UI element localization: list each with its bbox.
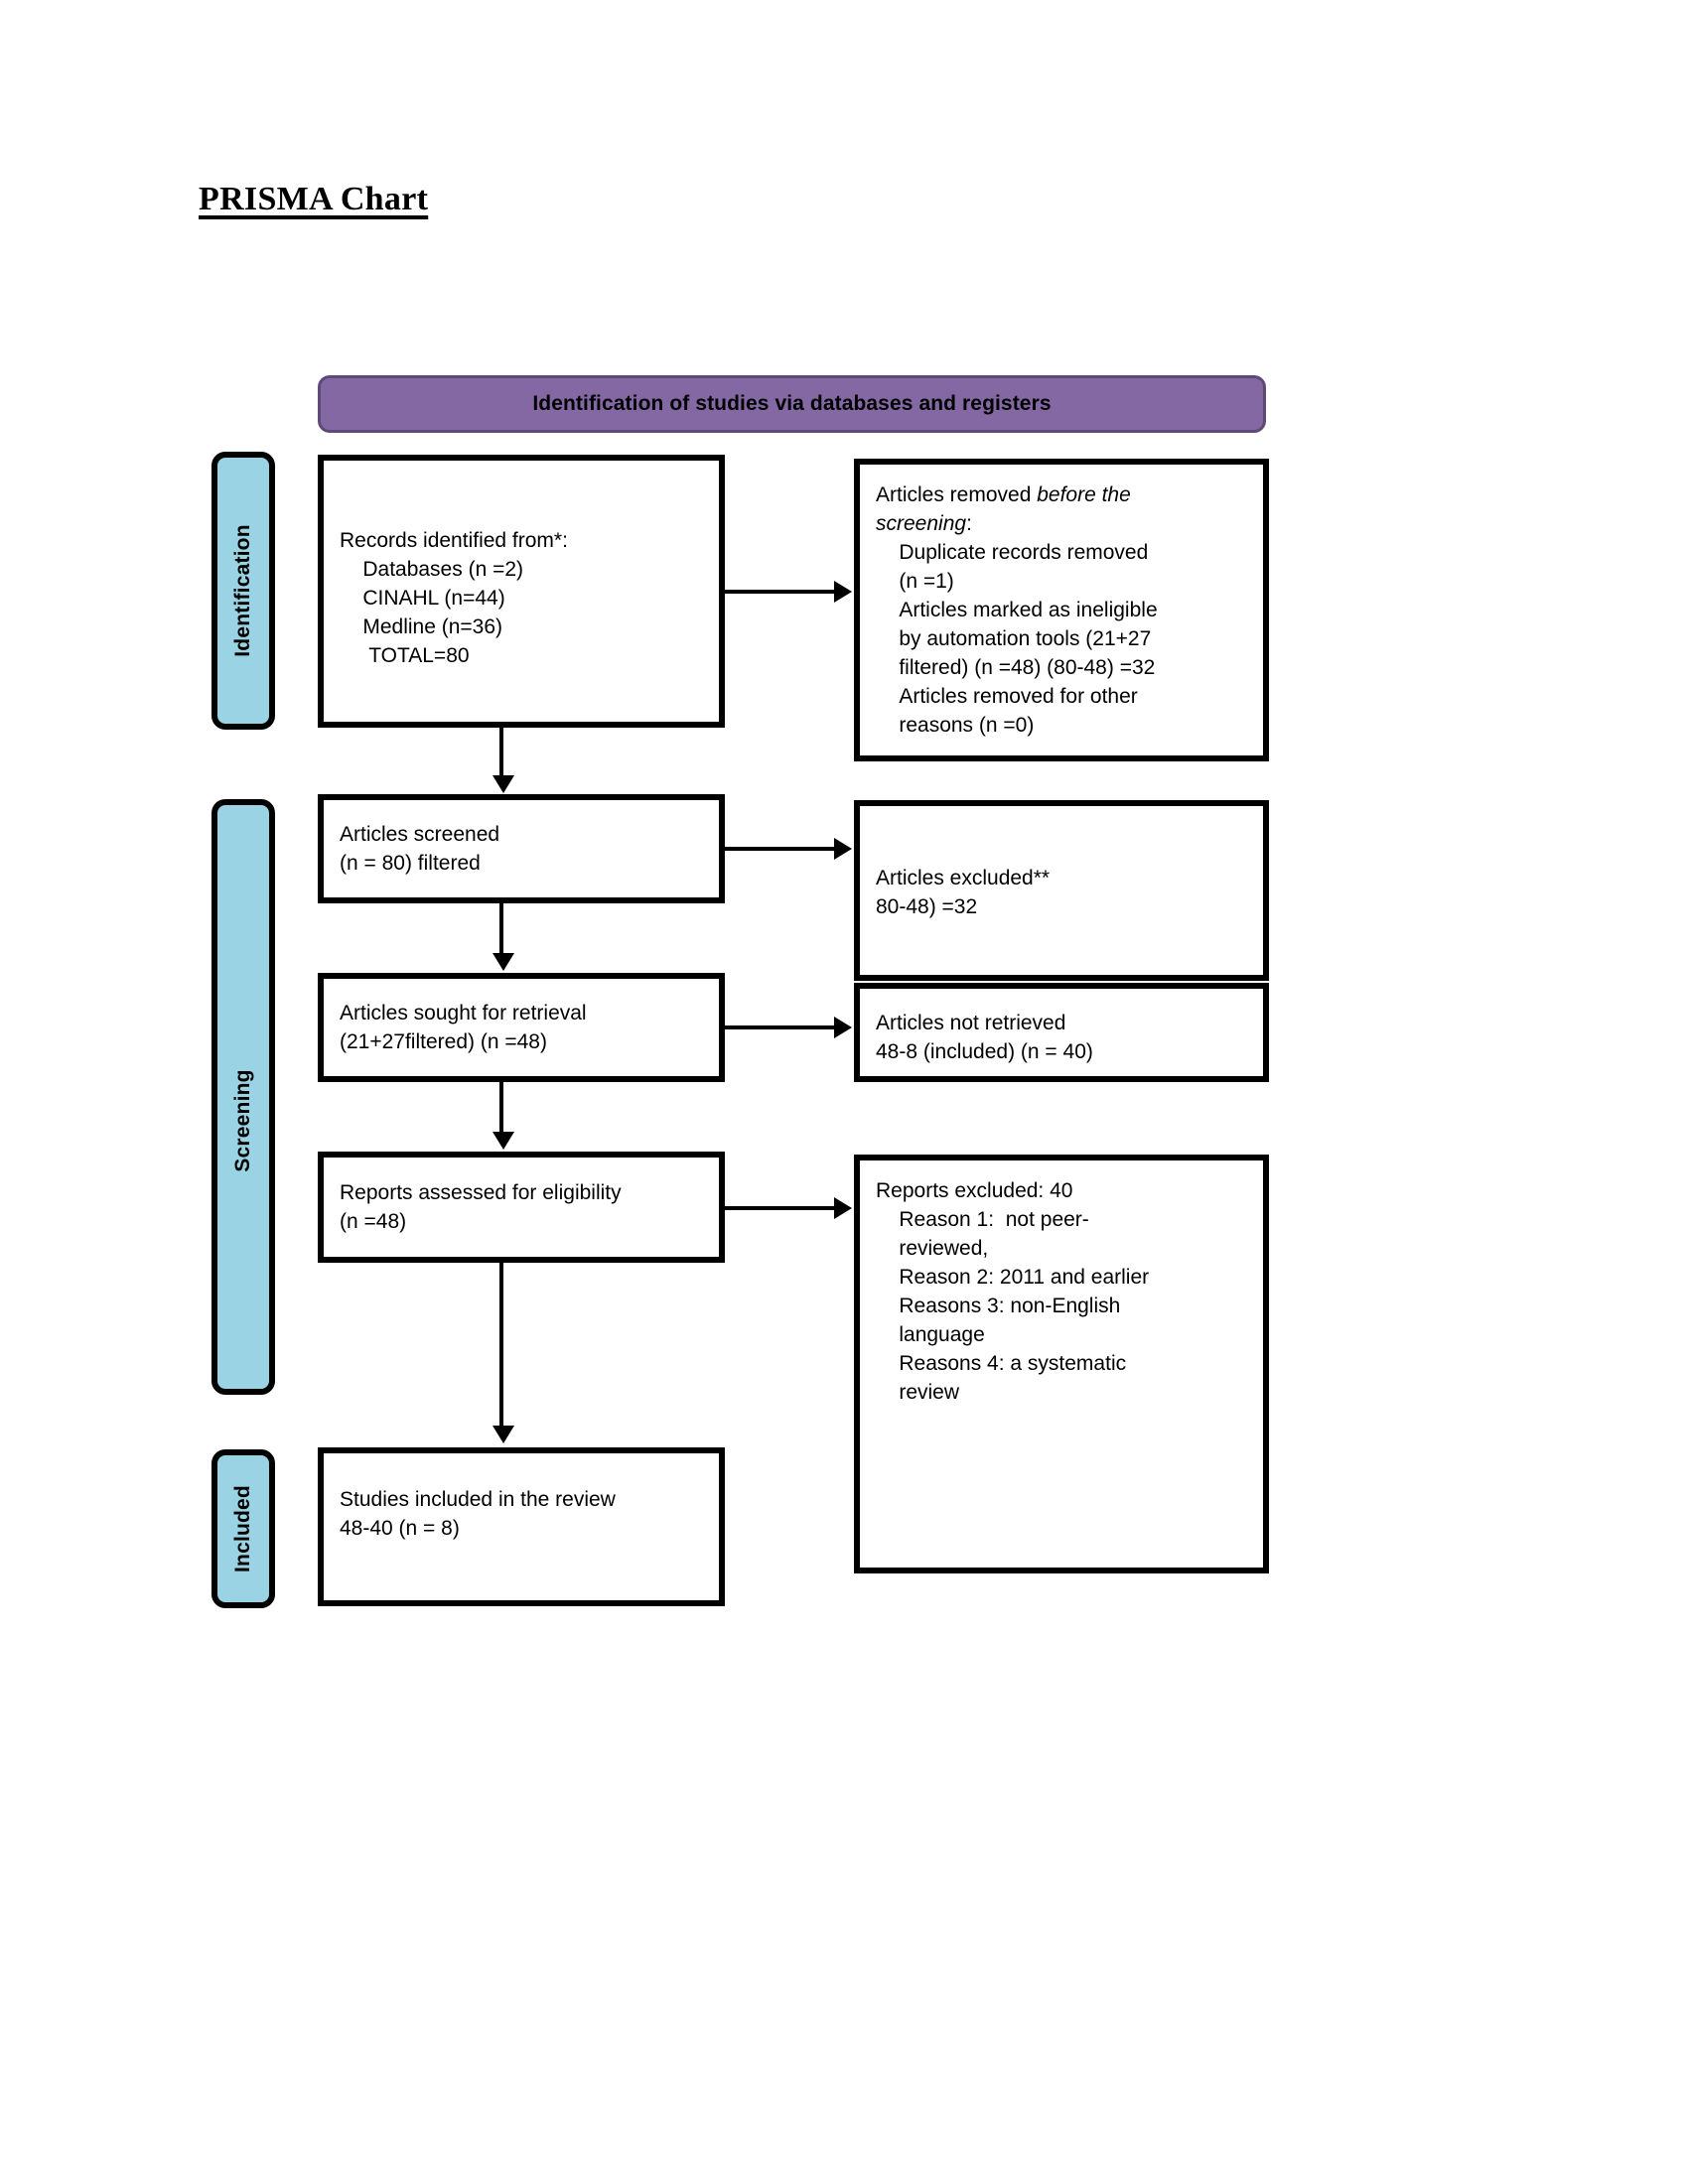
arrow-right-icon — [834, 1017, 852, 1038]
arrow-right-icon — [834, 581, 852, 603]
arrow-down-icon — [492, 775, 514, 793]
box-articles-screened: Articles screened (n = 80) filtered — [318, 794, 725, 903]
box-reports-excluded-text: Reports excluded: 40 Reason 1: not peer-… — [876, 1179, 1150, 1404]
box-articles-sought-for-retrieval-text: Articles sought for retrieval (21+27filt… — [340, 1002, 587, 1053]
box-reports-assessed-for-eligibility: Reports assessed for eligibility (n =48) — [318, 1152, 725, 1263]
connector-sought-to-assessed — [499, 1082, 503, 1134]
removed-line1-italic: before the — [1037, 483, 1131, 506]
box-records-identified-text: Records identified from*: Databases (n =… — [340, 529, 568, 667]
arrow-right-icon — [834, 838, 852, 860]
stage-rail-included-label: Included — [231, 1485, 254, 1572]
identification-banner: Identification of studies via databases … — [318, 375, 1266, 433]
box-studies-included-text: Studies included in the review 48-40 (n … — [340, 1488, 616, 1540]
removed-line1-prefix: Articles removed — [876, 483, 1038, 506]
box-articles-not-retrieved: Articles not retrieved 48-8 (included) (… — [854, 983, 1269, 1082]
box-articles-sought-for-retrieval: Articles sought for retrieval (21+27filt… — [318, 973, 725, 1082]
box-articles-screened-text: Articles screened (n = 80) filtered — [340, 823, 500, 875]
box-articles-removed-before-screening: Articles removed before the screening: D… — [854, 459, 1269, 761]
box-articles-removed-before-screening-text: Articles removed before the screening: D… — [876, 475, 1247, 740]
connector-assessed-to-included — [499, 1263, 503, 1430]
stage-rail-screening-label: Screening — [231, 1068, 254, 1172]
stage-rail-identification: Identification — [211, 452, 275, 730]
arrow-down-icon — [492, 1132, 514, 1150]
removed-line2-suffix: : — [966, 512, 972, 535]
box-studies-included: Studies included in the review 48-40 (n … — [318, 1447, 725, 1606]
connector-screened-to-sought — [499, 903, 503, 955]
stage-rail-included: Included — [211, 1449, 275, 1608]
identification-banner-label: Identification of studies via databases … — [532, 392, 1052, 415]
box-articles-excluded-text: Articles excluded** 80-48) =32 — [876, 867, 1051, 918]
arrow-down-icon — [492, 953, 514, 971]
box-reports-excluded: Reports excluded: 40 Reason 1: not peer-… — [854, 1155, 1269, 1573]
page-title: PRISMA Chart — [199, 181, 429, 217]
connector-identified-to-removed — [725, 590, 836, 594]
box-articles-excluded: Articles excluded** 80-48) =32 — [854, 800, 1269, 981]
box-articles-not-retrieved-text: Articles not retrieved 48-8 (included) (… — [876, 1012, 1093, 1063]
arrow-down-icon — [492, 1426, 514, 1443]
removed-rest: Duplicate records removed (n =1) Article… — [899, 541, 1158, 737]
connector-identified-to-screened — [499, 728, 503, 779]
stage-rail-screening: Screening — [211, 799, 275, 1395]
removed-line2-italic: screening — [876, 512, 967, 535]
connector-assessed-to-reportsexcluded — [725, 1206, 836, 1210]
stage-rail-identification-label: Identification — [231, 524, 254, 657]
box-reports-assessed-for-eligibility-text: Reports assessed for eligibility (n =48) — [340, 1181, 622, 1233]
box-records-identified: Records identified from*: Databases (n =… — [318, 455, 725, 728]
connector-screened-to-excluded — [725, 847, 836, 851]
connector-sought-to-notretrieved — [725, 1025, 836, 1029]
arrow-right-icon — [834, 1197, 852, 1219]
